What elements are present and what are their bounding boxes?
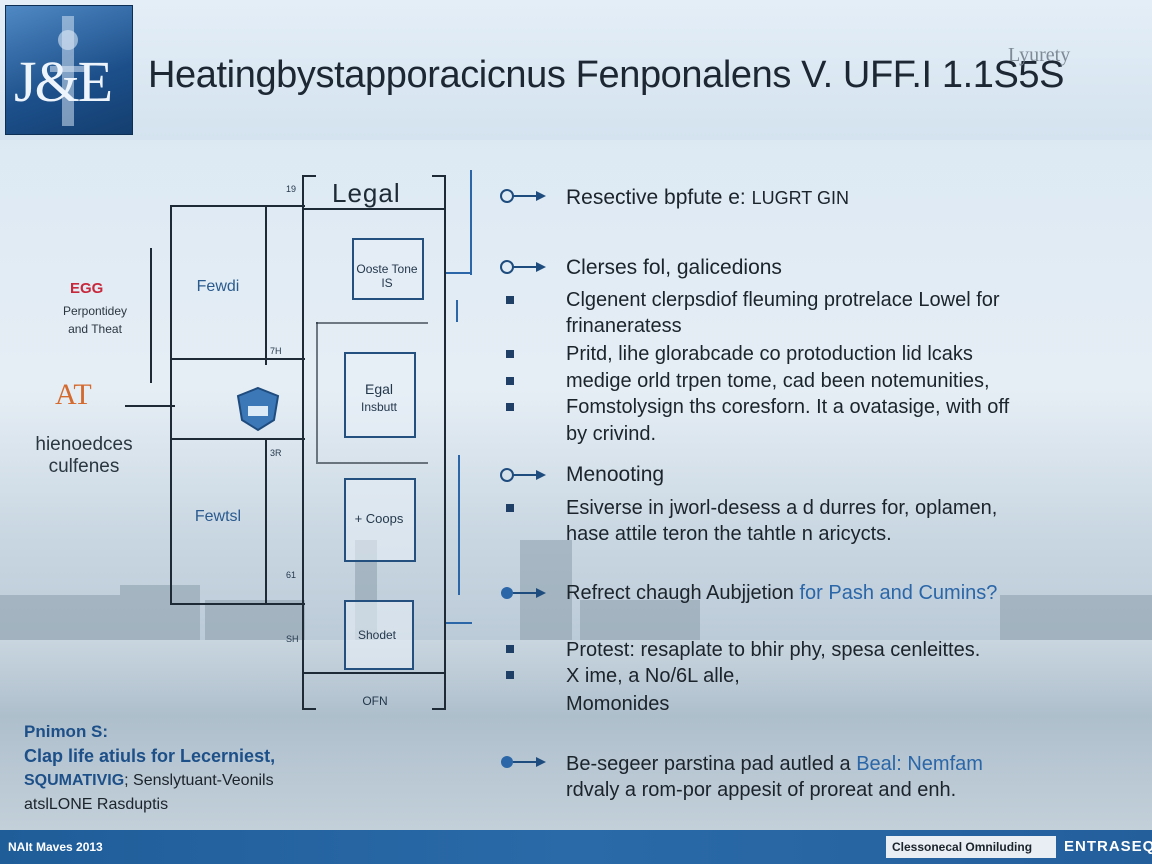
- bullet-icon: [506, 350, 514, 358]
- footer-right-box: [886, 836, 1056, 858]
- tag-sh: SH: [286, 634, 299, 644]
- left-logo-mark: EGG: [70, 280, 104, 297]
- bullet-text-6: Protest: resaplate to bhir phy, spesa ce…: [566, 639, 981, 661]
- brand-logo: J&E: [5, 5, 133, 135]
- tag-61: 61: [286, 570, 297, 580]
- bullet-text-7-cont: Momonides: [566, 693, 670, 715]
- left-box-2-label: Fewtsl: [194, 508, 242, 525]
- bullet-text-2: Pritd, lihe glorabcade co protoduction l…: [566, 343, 973, 365]
- logo-text: J&E: [14, 49, 113, 114]
- bullet-text-7: X ime, a No/6L alle,: [566, 665, 740, 687]
- diagram-box-shod: [344, 600, 414, 670]
- header-banner: [0, 0, 1152, 140]
- arrow-icon: [501, 587, 546, 599]
- background-water: [0, 640, 1152, 830]
- page-title: Heatingbystapporacicnus Fenponalens V. U…: [148, 54, 1065, 96]
- diagram-title: Legal: [332, 178, 401, 208]
- shield-icon: [236, 386, 280, 432]
- footer-brand: ENTRASEQ: [1064, 838, 1152, 855]
- bottom-left-line-4: atslLONE Rasduptis: [24, 796, 169, 813]
- diagram-box-egal-label-1: Egal: [364, 381, 394, 397]
- bullet-icon: [506, 504, 514, 512]
- diagram-left-bracket: [302, 175, 304, 710]
- left-logo-caption-1: Perpontidey: [62, 304, 128, 318]
- section-heading-5-blue: Beal: Nemfam: [856, 753, 983, 775]
- bullet-text-3: medige orld trpen tome, cad been notemun…: [566, 370, 990, 392]
- section-heading-5-cont: rdvaly a rom-por appesit of proreat and …: [566, 779, 957, 801]
- bottom-left-subtitle: Clap life atiuls for Lecerniest,: [24, 746, 276, 766]
- bottom-left-line-3-bold: SQUMATIVIG: [24, 772, 125, 789]
- bullet-icon: [506, 377, 514, 385]
- title-overlay: Lyurety: [1008, 44, 1071, 66]
- tag-19: 19: [286, 184, 297, 194]
- left-orange-mark: AT: [55, 378, 92, 411]
- bullet-text-5: Esiverse in jworl-desess a d durres for,…: [566, 497, 998, 519]
- diagram-box-coops-label: + Coops: [354, 511, 404, 526]
- bullet-text-5-cont: hase attile teron the tahtle n aricycts.: [566, 523, 892, 545]
- arrow-icon: [500, 189, 546, 203]
- bottom-left-line-3: SQUMATIVIG; Senslytuant-Veonils: [24, 772, 274, 790]
- bullet-text-1-cont: frinaneratess: [566, 315, 682, 337]
- left-box-1-label: Fewdi: [196, 278, 240, 295]
- bullet-text-1: Clgenent clerpsdiof fleuming protrelace …: [566, 289, 1000, 311]
- bullet-text-4-cont: by crivind.: [566, 423, 657, 445]
- tower-icon: [50, 16, 86, 126]
- section-heading-4-dark: Refrect chaugh Aubjjetion: [566, 582, 794, 604]
- tag-7h: 7H: [270, 346, 282, 356]
- diagram-right-bracket: [444, 175, 446, 710]
- bullet-icon: [506, 671, 514, 679]
- diagram-box-shod-label: Shodet: [357, 628, 397, 642]
- diagram-box-coops: [344, 478, 416, 562]
- bottom-left-title: Pnimon S:: [24, 722, 109, 741]
- arrow-icon: [500, 260, 546, 274]
- diagram-box-top: [352, 238, 424, 300]
- section-heading-3: Menooting: [566, 463, 665, 486]
- section-heading-5-dark: Be-segeer parstina pad autled a: [566, 753, 851, 775]
- arrow-icon: [501, 756, 546, 768]
- arrow-icon: [500, 468, 546, 482]
- tag-3r: 3R: [270, 448, 282, 458]
- bullet-text-4: Fomstolysign ths coresforn. It a ovatasi…: [566, 396, 1010, 418]
- diagram-box-egal: [344, 352, 416, 438]
- footer-right-text: Clessonecal Omniluding: [892, 840, 1033, 854]
- left-logo-caption-2: and Theat: [68, 322, 122, 336]
- section-heading-4: Refrect chaugh Aubjjetion for Pash and C…: [566, 582, 997, 605]
- diagram-bottom-label: OFN: [362, 694, 388, 708]
- section-heading-4-blue: for Pash and Cumins?: [799, 582, 998, 604]
- section-heading-1-suffix: LUGRT GIN: [751, 188, 849, 208]
- bullet-icon: [506, 403, 514, 411]
- diagram-box-egal-label-2: Insbutt: [360, 400, 398, 414]
- diagram-box-top-label: Ooste Tone IS: [356, 262, 418, 290]
- bullet-icon: [506, 296, 514, 304]
- bottom-left-line-3-rest: ; Senslytuant-Veonils: [124, 772, 274, 789]
- footer-left-text: NAIt Maves 2013: [8, 840, 103, 854]
- section-heading-2: Clerses fol, galicedions: [566, 256, 782, 279]
- section-heading-1: Resective bpfute e: LUGRT GIN: [566, 186, 849, 210]
- section-heading-5: Be-segeer parstina pad autled a Beal: Ne…: [566, 752, 983, 776]
- bullet-icon: [506, 645, 514, 653]
- section-heading-1-label: Resective bpfute e:: [566, 186, 746, 209]
- left-big-text-1: hienoedces: [35, 434, 133, 455]
- left-big-text-2: culfenes: [48, 456, 120, 477]
